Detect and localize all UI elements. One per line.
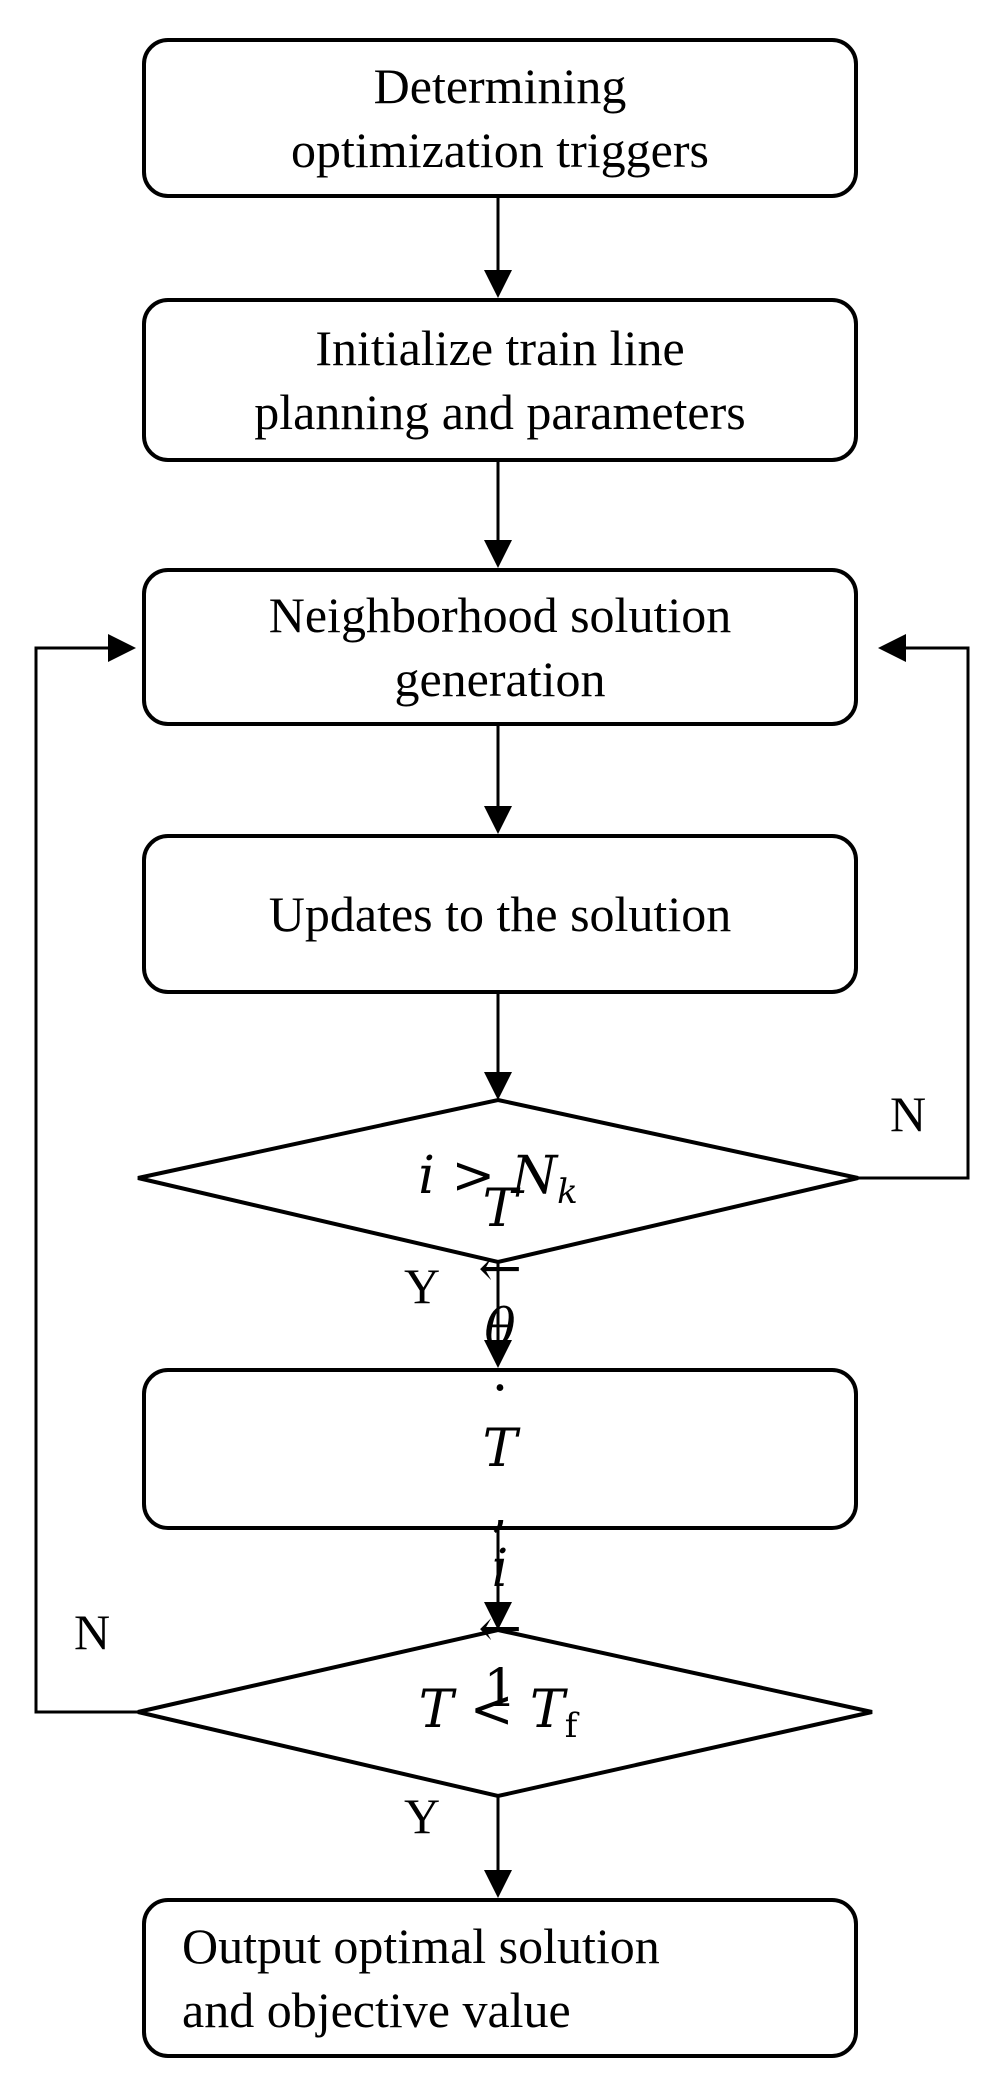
formula-symbol: T [418,1680,454,1740]
loop-outer-no [34,646,138,1714]
decision-outer-diamond [137,1627,873,1799]
step-update-solution: Updates to the solution [142,834,858,994]
label-outer-yes: Y [404,1788,441,1844]
formula-symbol: i [418,1146,435,1206]
formula-subscript: f [564,1706,578,1746]
formula-symbol: 1 [483,1659,517,1719]
step-output: Output optimal solution and objective va… [142,1898,858,2058]
step-initialize: Initialize train line planning and param… [142,298,858,462]
arrowhead [108,634,136,662]
label-inner-no: N [890,1086,927,1142]
step-text: Output optimal solution [182,1918,660,1974]
formula-symbol: i [491,1539,509,1599]
label-inner-yes: Y [404,1258,441,1314]
step-text: Initialize train line [315,320,685,376]
arrowhead [484,1870,512,1898]
formula-symbol: < [453,1680,531,1740]
step-neighborhood: Neighborhood solution generation [142,568,858,726]
step-text: Updates to the solution [268,886,732,942]
formula-symbol: · [491,1359,509,1419]
arrowhead [484,1340,512,1368]
formula-symbol: θ [484,1299,516,1359]
step-text: and objective value [182,1982,571,2038]
step-text: generation [394,651,606,707]
arrowhead [484,1072,512,1100]
arrowhead [484,1602,512,1630]
decision-inner-text: i > Nk [298,1146,698,1222]
decision-inner-diamond [137,1097,859,1265]
step-text: planning and parameters [254,384,746,440]
loop-inner-no [858,646,970,1180]
arrowhead [484,540,512,568]
formula-symbol: N [511,1146,558,1206]
step-cooling: T ← θ · T, i ← 1 [142,1179,858,1719]
arrowhead [484,270,512,298]
label-outer-no: N [74,1604,111,1660]
step-text: optimization triggers [291,122,709,178]
formula-symbol: > [434,1146,512,1206]
formula-symbol: ← [478,1239,522,1299]
step-determine-triggers: Determining optimization triggers [142,38,858,198]
formula-symbol: T [482,1419,518,1479]
formula-symbol: T [530,1680,565,1740]
formula-subscript: k [557,1172,578,1212]
step-text: Determining [373,58,627,114]
formula-symbol: ← [478,1599,522,1659]
formula-symbol: T [482,1179,518,1239]
cooling-formula: T ← θ · T, i ← 1 [478,1179,522,1719]
step-text: Neighborhood solution [268,587,732,643]
arrowhead [484,806,512,834]
arrowhead [878,634,906,662]
formula-symbol: , [491,1479,509,1539]
decision-outer-text: T < Tf [298,1680,698,1756]
